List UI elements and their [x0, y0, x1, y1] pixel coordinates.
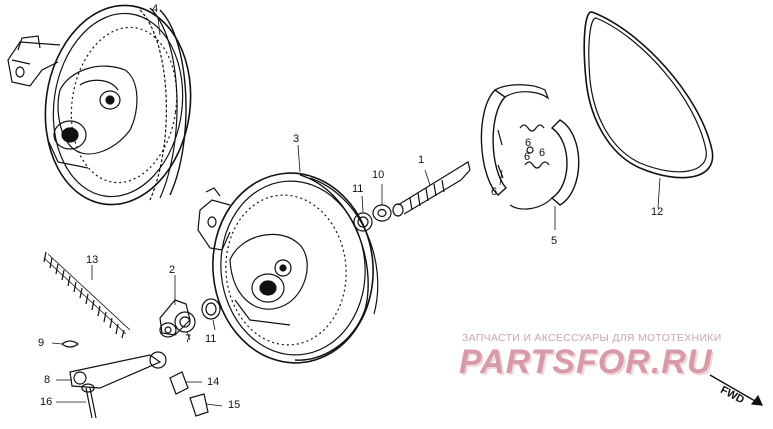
- callout-12: 12: [651, 206, 664, 218]
- callout-2: 2: [169, 264, 176, 276]
- brake-panel-3: [197, 172, 379, 364]
- callout-6-c: 6: [524, 151, 531, 163]
- leader-lines: [51, 17, 661, 407]
- watermark-tagline: ЗАПЧАСТИ И АКСЕССУАРЫ ДЛЯ МОТОТЕХНИКИ: [462, 332, 722, 344]
- clip-9: [61, 340, 80, 348]
- brake-panel-4: [7, 4, 192, 206]
- callout-4: 4: [152, 3, 159, 15]
- callout-11-lower: 11: [205, 333, 217, 345]
- callout-5: 5: [551, 235, 558, 247]
- callout-13: 13: [86, 254, 99, 266]
- bolt-16: [81, 383, 97, 419]
- callout-9: 9: [38, 337, 45, 349]
- spring-13: [43, 251, 131, 339]
- callout-11-upper: 11: [352, 183, 364, 195]
- seal-11-upper: [353, 212, 373, 232]
- o-ring-12: [583, 11, 714, 179]
- callout-1: 1: [418, 154, 425, 166]
- callout-6-b: 6: [539, 147, 546, 159]
- seal-7: [174, 311, 196, 333]
- callout-3: 3: [293, 133, 300, 145]
- pin-14: [169, 371, 189, 395]
- brake-shoes-5: [480, 84, 580, 210]
- washer-10: [372, 204, 392, 222]
- callout-8: 8: [44, 374, 51, 386]
- brake-arm-8: [69, 351, 167, 389]
- seal-11-lower: [201, 298, 221, 320]
- fwd-arrow: [709, 374, 763, 406]
- callout-6-a: 6: [525, 137, 532, 149]
- callout-6-d: 6: [491, 186, 498, 198]
- nut-15: [189, 393, 209, 417]
- brake-cam-1: [392, 161, 471, 217]
- callout-15: 15: [228, 399, 241, 411]
- callout-14: 14: [207, 376, 220, 388]
- callout-7: 7: [185, 333, 192, 345]
- callout-10: 10: [372, 169, 385, 181]
- watermark-logo: PARTSFOR.RU: [459, 343, 713, 381]
- callout-16: 16: [40, 396, 53, 408]
